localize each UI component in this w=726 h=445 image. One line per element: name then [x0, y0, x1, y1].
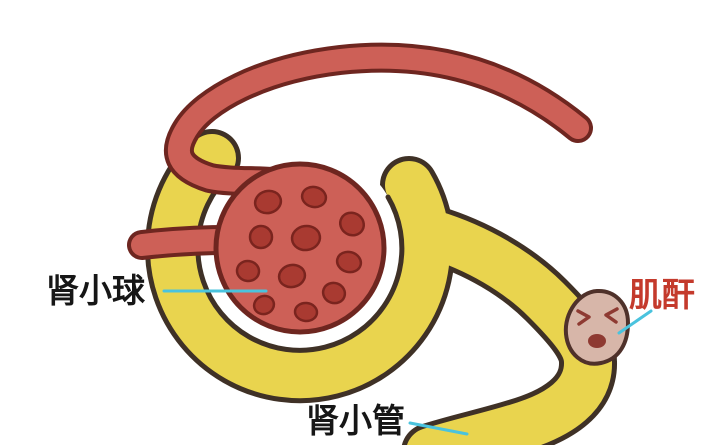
capillary-blob [335, 250, 363, 274]
capillary-blob [338, 211, 366, 237]
glomerulus-group [213, 161, 387, 335]
leader-lines [162, 289, 653, 436]
tubule-body [407, 210, 612, 445]
glomerulus-capillaries [235, 185, 366, 323]
capillary-blob [277, 263, 307, 289]
label-glomerulus: 肾小球 [46, 271, 146, 310]
creatinine-angry-face [576, 307, 619, 326]
afferent-vessel-body [167, 46, 589, 216]
capillary-blob [253, 189, 283, 215]
capillary-blob [252, 294, 276, 316]
creatinine-mouth-icon [588, 334, 606, 348]
leader-line-creatinine [617, 309, 653, 335]
creatinine-left-eye-icon [576, 309, 591, 326]
capillary-blob [235, 259, 261, 283]
creatinine-blob [563, 288, 631, 366]
capillary-blob [290, 224, 322, 252]
creatinine-character [563, 288, 631, 366]
capillary-blob [248, 224, 274, 250]
labels: 肾小球 肌酐 肾小管 [46, 271, 695, 440]
label-renal-tubule: 肾小管 [306, 401, 405, 440]
capillary-blob [300, 185, 328, 209]
capillary-blob [321, 281, 347, 305]
leader-line-renal-tubule [408, 421, 469, 436]
creatinine-right-eye-icon [604, 307, 619, 324]
capillary-blob [293, 301, 319, 323]
label-creatinine: 肌酐 [629, 275, 695, 314]
